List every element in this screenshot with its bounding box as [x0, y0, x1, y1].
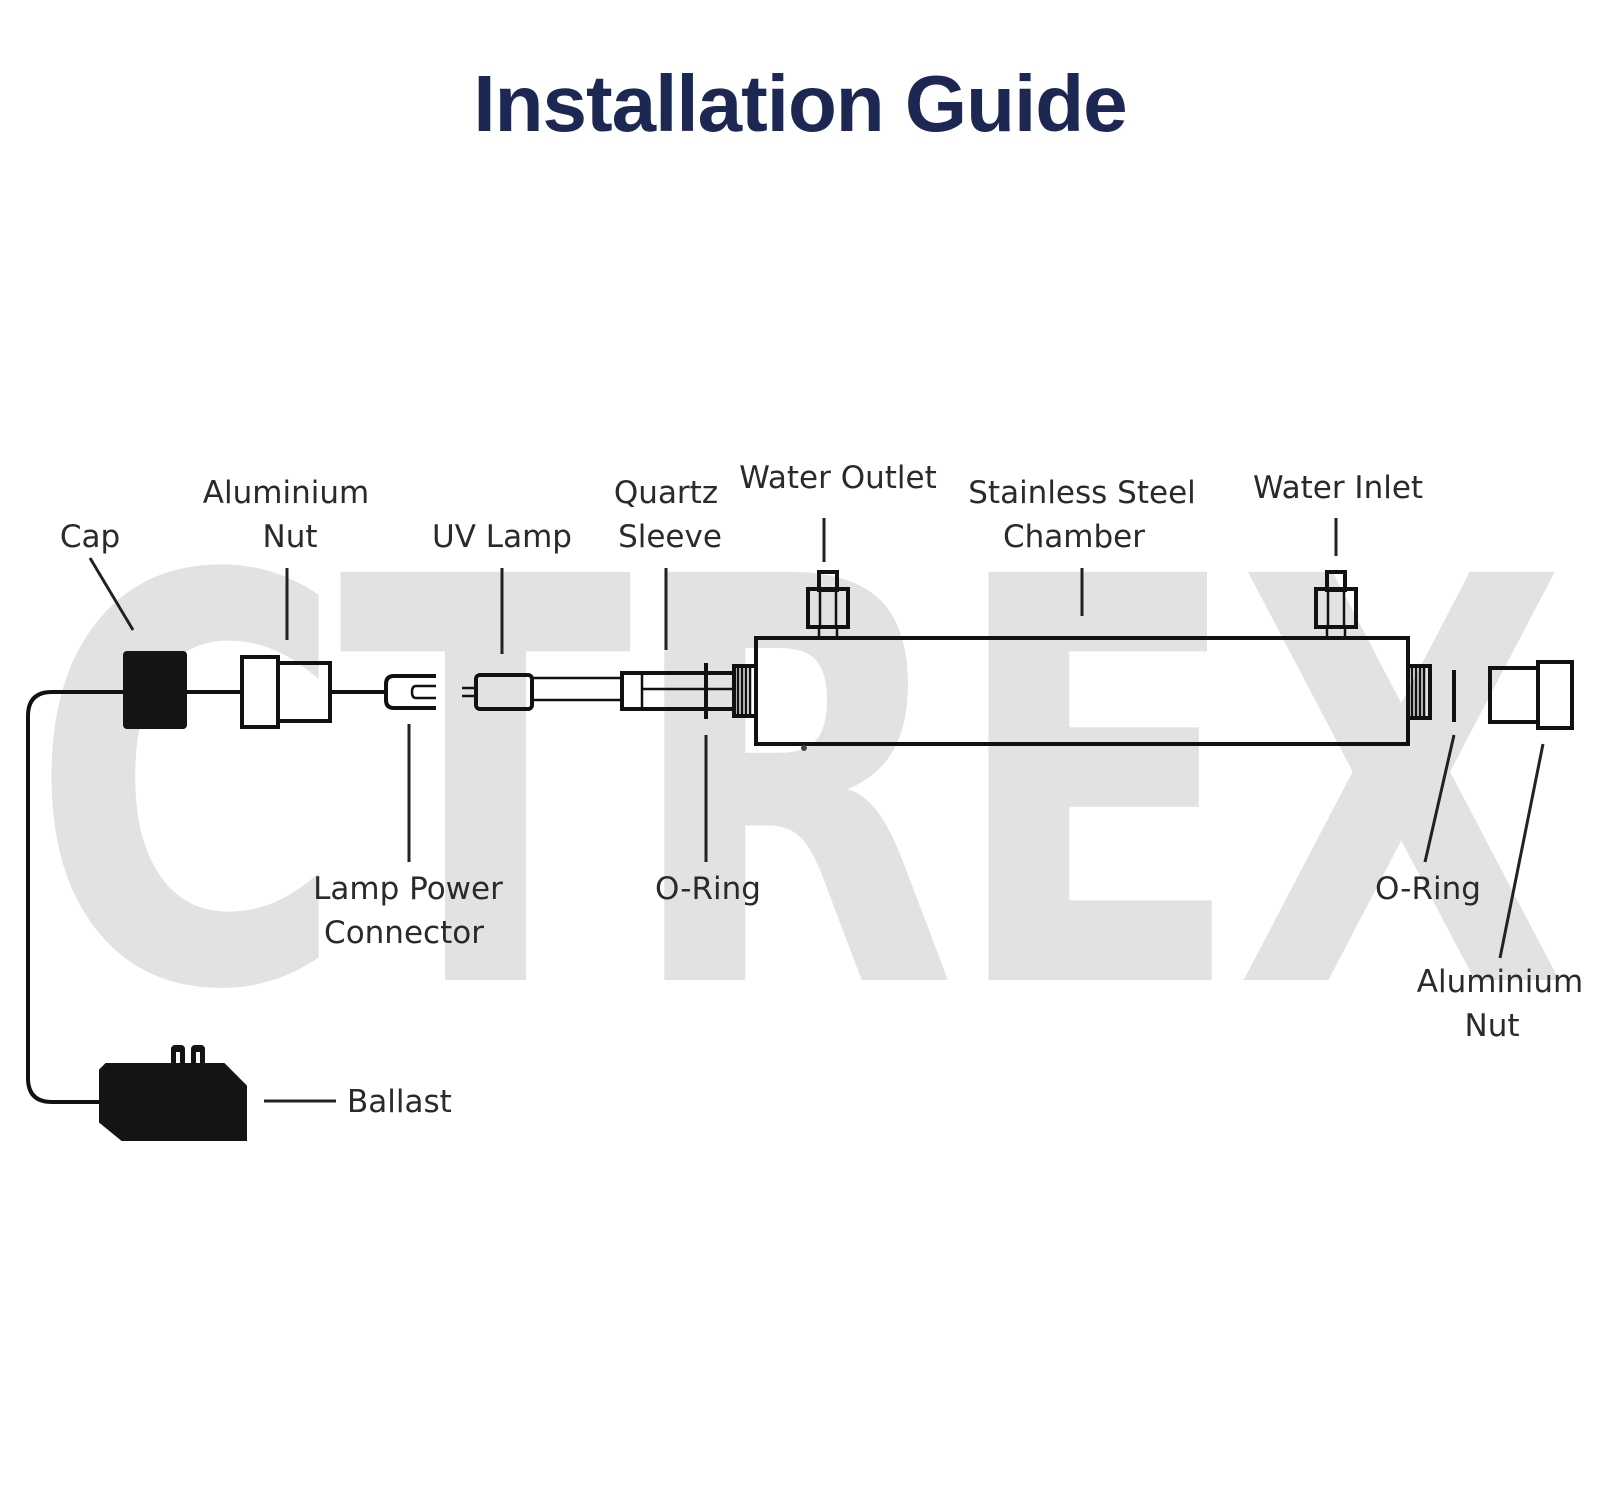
aluminium-nut-right-part [1488, 660, 1574, 730]
cap-part [123, 651, 187, 729]
label-aluminium-nut-right-line2: Nut [1465, 1008, 1520, 1044]
label-ballast: Ballast [347, 1084, 452, 1120]
watermark-logo: CTREX [30, 461, 1565, 1113]
label-lamp-power-connector-line2: Connector [324, 915, 484, 951]
label-quartz-sleeve-line1: Quartz [614, 475, 718, 511]
part-labels: Cap Aluminium Nut UV Lamp Quartz Sleeve … [60, 460, 1583, 1120]
label-water-outlet: Water Outlet [739, 460, 937, 496]
water-inlet-fitting [1314, 570, 1358, 638]
label-chamber-line1: Stainless Steel [968, 475, 1196, 511]
label-aluminium-nut-right-line1: Aluminium [1417, 964, 1583, 1000]
label-aluminium-nut-left-line2: Nut [263, 519, 318, 555]
water-outlet-fitting [806, 570, 850, 638]
page-title: Installation Guide [473, 59, 1127, 148]
power-cord [26, 690, 126, 1104]
chamber-thread-right [1406, 664, 1432, 720]
label-cap: Cap [60, 519, 120, 555]
label-chamber-line2: Chamber [1003, 519, 1145, 555]
label-water-inlet: Water Inlet [1253, 470, 1423, 506]
lamp-power-connector-part [384, 674, 436, 710]
ballast-part [99, 1045, 247, 1141]
label-aluminium-nut-left-line1: Aluminium [203, 475, 369, 511]
leader-lines [88, 518, 1545, 1103]
label-o-ring-right: O-Ring [1375, 871, 1481, 907]
label-uv-lamp: UV Lamp [432, 519, 572, 555]
label-quartz-sleeve-line2: Sleeve [618, 519, 722, 555]
label-o-ring-left: O-Ring [655, 871, 761, 907]
uv-lamp-part [462, 673, 534, 711]
label-lamp-power-connector-line1: Lamp Power [313, 871, 503, 907]
